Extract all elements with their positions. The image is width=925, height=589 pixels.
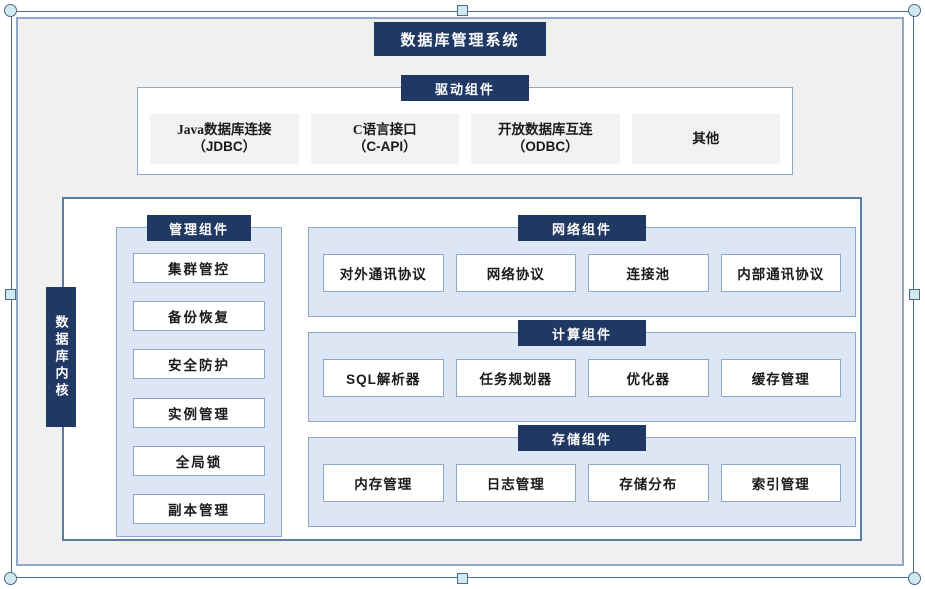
management-item-security[interactable]: 安全防护: [133, 349, 265, 380]
driver-item-line2: （ODBC）: [511, 139, 579, 154]
driver-item-odbc[interactable]: 开放数据库互连 （ODBC）: [471, 114, 620, 164]
compute-item-task-planner[interactable]: 任务规划器: [455, 359, 576, 397]
storage-items-row: 内存管理 日志管理 存储分布 索引管理: [323, 464, 841, 502]
driver-components-title[interactable]: 驱动组件: [401, 75, 529, 101]
compute-item-sql-parser[interactable]: SQL解析器: [323, 359, 444, 397]
management-components-panel[interactable]: 管理组件 集群管控 备份恢复 安全防护 实例管理 全局锁 副本管理: [116, 215, 282, 537]
driver-item-jdbc[interactable]: Java数据库连接 （JDBC）: [150, 114, 299, 164]
selection-line-top: [11, 11, 914, 12]
driver-item-line2: （C-API）: [352, 139, 417, 154]
management-item-backup[interactable]: 备份恢复: [133, 301, 265, 332]
system-title-badge[interactable]: 数据库管理系统: [374, 22, 546, 56]
network-item-protocol[interactable]: 网络协议: [455, 254, 576, 292]
driver-item-line1: Java数据库连接: [177, 122, 272, 138]
driver-item-line1: 开放数据库互连: [498, 122, 593, 138]
management-items-list: 集群管控 备份恢复 安全防护 实例管理 全局锁 副本管理: [133, 253, 265, 524]
compute-items-row: SQL解析器 任务规划器 优化器 缓存管理: [323, 359, 841, 397]
driver-item-other[interactable]: 其他: [631, 114, 780, 164]
resize-handle-top-right[interactable]: [908, 4, 921, 17]
diagram-canvas[interactable]: 数据库管理系统 驱动组件 Java数据库连接 （JDBC） C语言接口 （C-A…: [16, 17, 904, 566]
management-components-title[interactable]: 管理组件: [147, 215, 251, 241]
compute-components-title[interactable]: 计算组件: [518, 320, 646, 346]
management-item-instance[interactable]: 实例管理: [133, 397, 265, 428]
storage-item-memory-manager[interactable]: 内存管理: [323, 464, 444, 502]
network-item-external-protocol[interactable]: 对外通讯协议: [323, 254, 444, 292]
network-components-panel[interactable]: 网络组件 对外通讯协议 网络协议 连接池 内部通讯协议: [308, 215, 856, 317]
resize-handle-bottom-left[interactable]: [4, 572, 17, 585]
resize-handle-middle-right[interactable]: [909, 288, 920, 300]
database-kernel-label[interactable]: 数据库内核: [46, 287, 76, 427]
storage-item-log-manager[interactable]: 日志管理: [455, 464, 576, 502]
compute-components-panel[interactable]: 计算组件 SQL解析器 任务规划器 优化器 缓存管理: [308, 320, 856, 422]
driver-components-panel[interactable]: 驱动组件 Java数据库连接 （JDBC） C语言接口 （C-API） 开放数据…: [137, 75, 793, 175]
network-item-connection-pool[interactable]: 连接池: [588, 254, 709, 292]
driver-item-line2: （JDBC）: [192, 139, 257, 154]
storage-item-index-manager[interactable]: 索引管理: [720, 464, 841, 502]
storage-components-title[interactable]: 存储组件: [518, 425, 646, 451]
compute-item-optimizer[interactable]: 优化器: [588, 359, 709, 397]
network-components-title[interactable]: 网络组件: [518, 215, 646, 241]
resize-handle-middle-left[interactable]: [5, 288, 16, 300]
management-item-globallock[interactable]: 全局锁: [133, 445, 265, 476]
driver-item-line1: C语言接口: [352, 122, 417, 138]
resize-handle-bottom-right[interactable]: [908, 572, 921, 585]
driver-item-capi[interactable]: C语言接口 （C-API）: [310, 114, 459, 164]
network-items-row: 对外通讯协议 网络协议 连接池 内部通讯协议: [323, 254, 841, 292]
management-item-cluster[interactable]: 集群管控: [133, 253, 265, 283]
resize-handle-top-center[interactable]: [456, 5, 468, 16]
driver-items-row: Java数据库连接 （JDBC） C语言接口 （C-API） 开放数据库互连 （…: [150, 114, 780, 164]
selection-line-bottom: [11, 577, 914, 578]
resize-handle-bottom-center[interactable]: [456, 573, 468, 584]
management-item-replica[interactable]: 副本管理: [133, 493, 265, 524]
compute-item-cache-manager[interactable]: 缓存管理: [720, 359, 841, 397]
resize-handle-top-left[interactable]: [4, 4, 17, 17]
selection-line-right: [913, 11, 914, 578]
storage-item-distribution[interactable]: 存储分布: [588, 464, 709, 502]
storage-components-panel[interactable]: 存储组件 内存管理 日志管理 存储分布 索引管理: [308, 425, 856, 527]
network-item-internal-protocol[interactable]: 内部通讯协议: [720, 254, 841, 292]
driver-item-line1: 其他: [692, 130, 720, 146]
selection-line-left: [11, 11, 12, 578]
